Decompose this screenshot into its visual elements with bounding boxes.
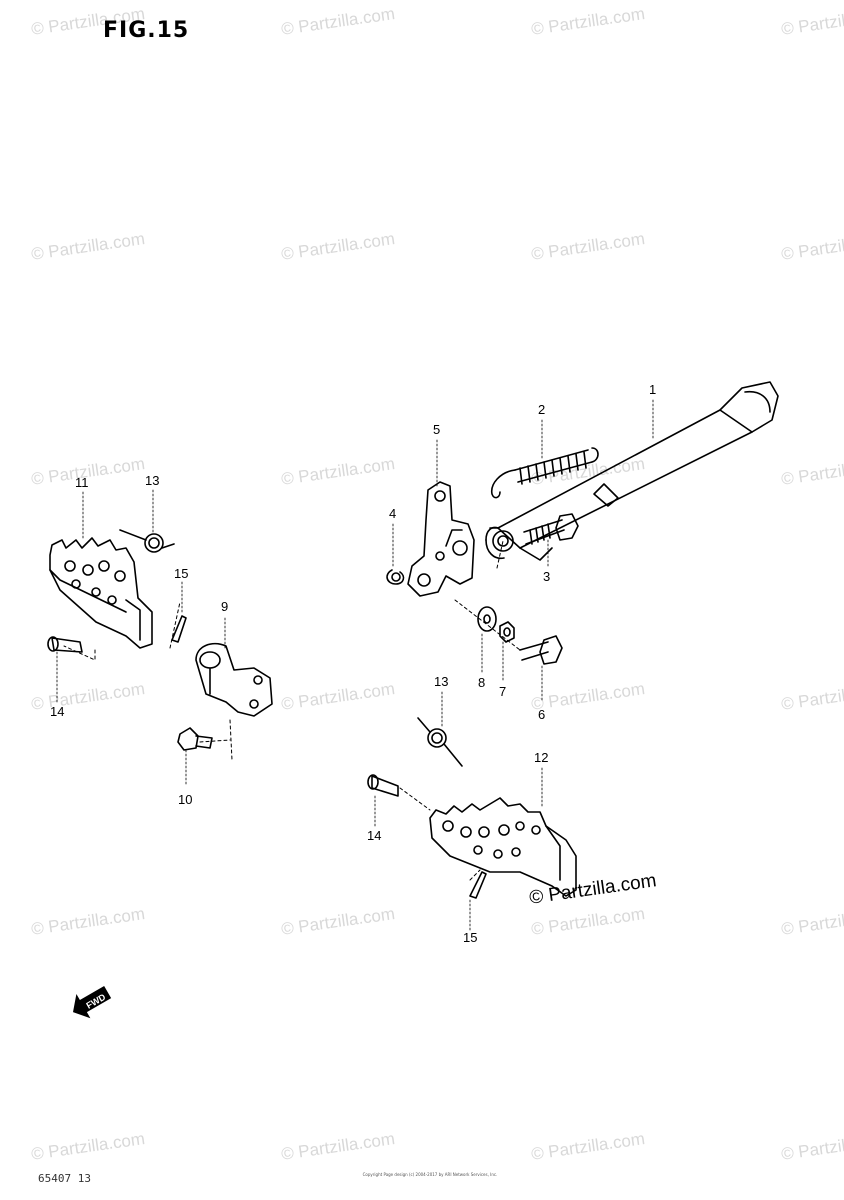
footer-code: 65407 13 [38,1172,91,1185]
callout-3: 3 [543,569,551,584]
washer-part [477,606,497,632]
bracket-bolt-part [177,727,213,751]
left-footrest-part [49,537,153,649]
callout-14-left: 14 [50,704,65,719]
right-cotter-pin-part [469,871,487,899]
callout-7: 7 [499,684,507,699]
flange-bolt-part [519,635,563,665]
right-footrest-part [429,797,577,897]
forward-arrow-icon: FWD [73,986,112,1019]
callout-13-left: 13 [145,473,160,488]
figure-title: FIG.15 [103,18,190,43]
pivot-bolt-part [523,513,579,545]
callout-6: 6 [538,707,546,722]
callout-4: 4 [389,506,397,521]
callout-15-right: 15 [463,930,478,945]
callout-13-right: 13 [434,674,449,689]
stand-bracket-part [407,481,475,597]
callout-14-right: 14 [367,828,382,843]
left-spring-part [119,529,175,553]
callout-12: 12 [534,750,549,765]
callout-11: 11 [75,475,89,490]
callout-5: 5 [433,422,441,437]
callout-10: 10 [178,792,193,807]
nut-part [499,621,515,643]
callout-2: 2 [538,402,546,417]
callout-9: 9 [221,599,229,614]
side-stand-part [485,381,779,561]
footrest-bracket-part [195,642,273,717]
callout-8: 8 [478,675,486,690]
stand-spring-part [490,447,599,499]
right-spring-part [417,717,463,767]
footer-copyright: Copyright Page design (c) 2004-2017 by A… [362,1172,498,1177]
left-cotter-pin-part [171,615,187,643]
clip-part [386,569,405,585]
callout-1: 1 [649,382,657,397]
right-pin-part [367,774,399,797]
callout-15-left: 15 [174,566,189,581]
left-pin-part [47,636,83,653]
